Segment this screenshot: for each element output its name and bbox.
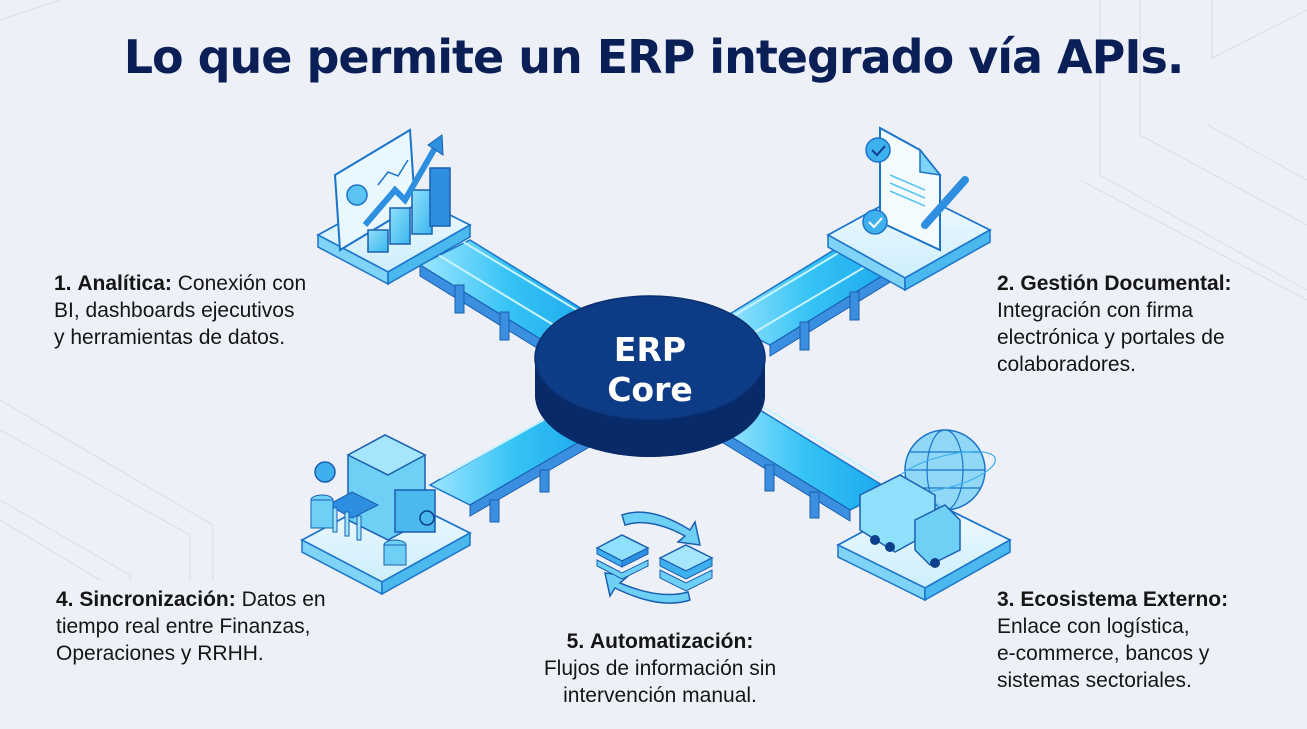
item-text: Flujos de información sin: [543, 657, 777, 680]
page-title: Lo que permite un ERP integrado vía APIs…: [123, 30, 1185, 84]
item-text: Operaciones y RRHH.: [56, 642, 264, 665]
item-number: 2.: [997, 272, 1015, 295]
analytics-dashboard-icon: [316, 128, 472, 286]
signed-document-icon: [826, 126, 992, 292]
item-text: tiempo real entre Finanzas,: [56, 615, 311, 638]
item-text: Integración con firma: [997, 299, 1194, 322]
item-analitica: 1. Analítica: Conexión con BI, dashboard…: [54, 270, 306, 351]
globe-truck-icon: [836, 429, 1012, 602]
sync-arrows-icon: [595, 511, 714, 604]
item-text: electrónica y portales de: [997, 326, 1225, 349]
item-sincronizacion: 4. Sincronización: Datos en tiempo real …: [56, 586, 326, 667]
item-text: Enlace con logística,: [997, 615, 1190, 638]
item-heading: Gestión Documental:: [1020, 272, 1232, 295]
item-text: e-commerce, bancos y: [997, 642, 1210, 665]
item-number: 1.: [54, 272, 72, 295]
item-text: intervención manual.: [563, 684, 757, 707]
item-ecosistema-externo: 3. Ecosistema Externo: Enlace con logíst…: [997, 586, 1228, 694]
item-text: BI, dashboards ejecutivos: [54, 299, 295, 322]
bank-building-icon: [300, 434, 472, 596]
item-automatizacion: 5. Automatización: Flujos de información…: [490, 628, 830, 709]
erp-core-line2: Core: [607, 370, 693, 409]
item-text: colaboradores.: [997, 353, 1136, 376]
item-heading: Analítica:: [77, 272, 172, 295]
item-number: 5.: [566, 630, 585, 653]
item-text: sistemas sectoriales.: [997, 669, 1192, 692]
item-gestion-documental: 2. Gestión Documental: Integración con f…: [997, 270, 1232, 378]
item-text: Conexión con: [177, 272, 307, 295]
item-number: 4.: [56, 588, 74, 611]
item-heading: Sincronización:: [79, 588, 236, 611]
item-heading: Ecosistema Externo:: [1020, 588, 1229, 611]
erp-core-disc: [534, 295, 766, 457]
item-text: y herramientas de datos.: [54, 326, 286, 349]
erp-core-label: ERP Core: [560, 330, 740, 410]
bridge-bottom-left: [428, 404, 602, 523]
item-heading: Automatización:: [590, 630, 754, 653]
erp-core-line1: ERP: [613, 330, 687, 369]
item-text: Datos en: [241, 588, 326, 611]
item-number: 3.: [997, 588, 1015, 611]
